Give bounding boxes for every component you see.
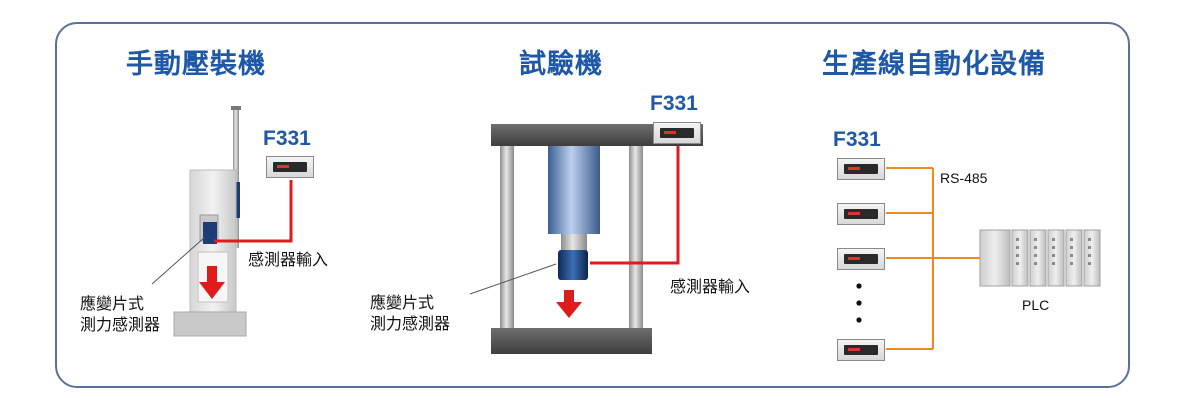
section-title-testing-machine: 試驗機	[519, 49, 603, 80]
ellipsis-dots	[856, 283, 862, 323]
rs485-label: RS-485	[940, 170, 988, 186]
sensor-wire-1	[214, 180, 293, 243]
f331-meter-icon	[837, 158, 885, 180]
model-label-automation: F331	[833, 128, 881, 151]
f331-meter-icon	[653, 122, 701, 144]
plc-label: PLC	[1022, 297, 1050, 313]
leader-line-1	[151, 236, 206, 285]
load-cell-label-2-line1: 應變片式	[370, 293, 435, 312]
sensor-input-label-2: 感測器輸入	[670, 277, 751, 296]
plc-icon	[979, 229, 1101, 287]
leader-line-2	[469, 263, 557, 295]
testing-machine-icon	[491, 124, 703, 354]
f331-meter-icon	[837, 248, 885, 270]
load-cell-label-2-line2: 測力感測器	[370, 314, 451, 333]
load-cell-label-1-line2: 測力感測器	[80, 315, 161, 334]
down-arrow-icon	[199, 266, 225, 299]
press-machine-icon	[173, 106, 247, 337]
sensor-input-label-1: 感測器輸入	[248, 250, 329, 269]
load-cell-label-1-line1: 應變片式	[80, 294, 145, 313]
f331-meter-icon	[837, 203, 885, 225]
section-title-manual-press: 手動壓裝機	[126, 49, 266, 80]
f331-meter-icon	[837, 339, 885, 361]
sensor-wire-2	[590, 146, 680, 265]
model-label-testing-machine: F331	[650, 92, 698, 115]
rs485-bus	[886, 167, 980, 350]
model-label-manual-press: F331	[263, 127, 311, 150]
f331-meter-icon	[266, 156, 314, 178]
section-title-automation: 生產線自動化設備	[822, 49, 1046, 80]
down-arrow-icon	[556, 290, 582, 318]
